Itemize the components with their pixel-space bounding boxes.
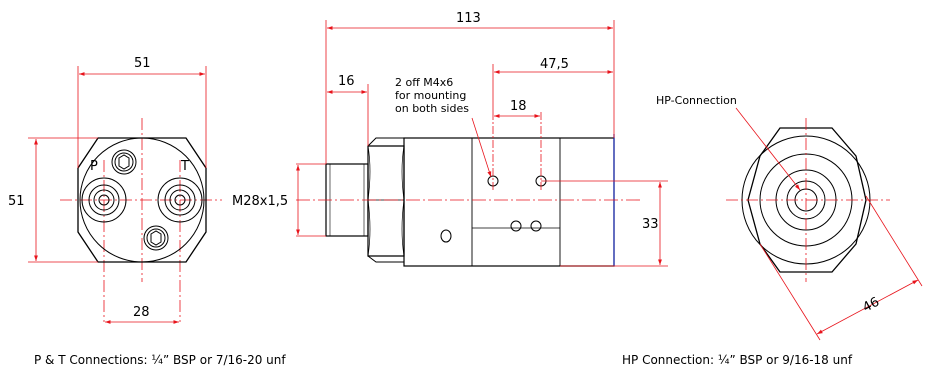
front-body-circle	[79, 137, 205, 263]
front-body-outline	[77, 137, 207, 263]
socket-screw-bottom	[143, 225, 169, 251]
dim-front-height: 51	[8, 194, 25, 209]
mount-note: 2 off M4x6 for mounting on both sides	[395, 76, 470, 115]
socket-screw-top	[111, 149, 137, 175]
caption-hp: HP Connection: ¼” BSP or 9/16-18 unf	[622, 353, 853, 367]
dim-hex-line	[816, 279, 919, 335]
front-centerlines	[60, 118, 222, 322]
front-view: P T 51 51 28	[8, 56, 222, 324]
dim-mount-span: 47,5	[540, 57, 569, 72]
dim-height: 33	[642, 217, 659, 232]
caption-pt: P & T Connections: ¼” BSP or 7/16-20 unf	[34, 353, 286, 367]
dim-hex-af: 46	[860, 295, 882, 316]
dim-flange-length: 16	[338, 74, 355, 89]
hp-hex-outline	[747, 127, 867, 273]
dim-front-spacing: 28	[133, 305, 150, 320]
main-body	[403, 137, 615, 267]
hp-connection-label: HP-Connection	[656, 94, 737, 107]
dim-front-width: 51	[134, 56, 151, 71]
dim-overall-length: 113	[456, 11, 481, 26]
port-t-circle	[157, 177, 203, 223]
side-view: 113 16 47,5 18 M28x1,5	[232, 11, 668, 267]
port-p-circle	[81, 177, 127, 223]
dim-thread: M28x1,5	[232, 194, 288, 209]
hp-view: HP-Connection 46	[656, 94, 923, 341]
port-t-label: T	[180, 159, 189, 174]
dim-hole-pitch: 18	[510, 99, 527, 114]
hp-leader	[735, 107, 801, 191]
mount-note-leader	[471, 117, 492, 178]
hex-nut	[367, 145, 405, 257]
port-p-label: P	[90, 159, 98, 174]
